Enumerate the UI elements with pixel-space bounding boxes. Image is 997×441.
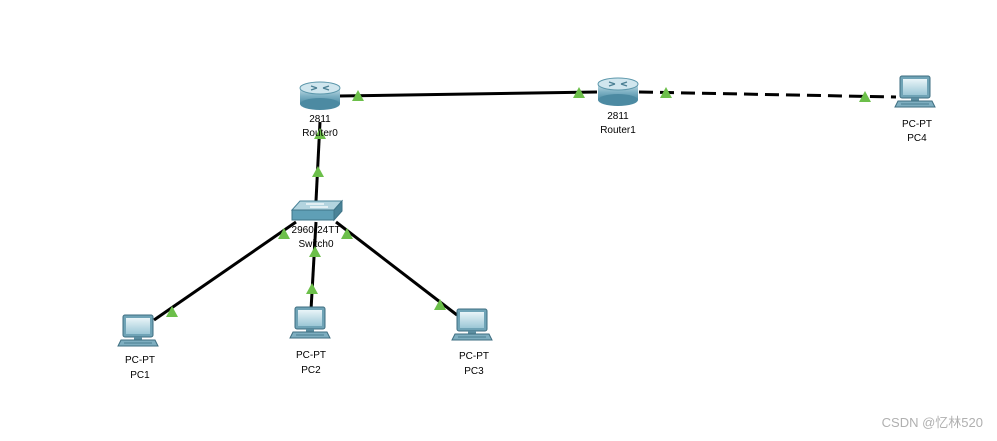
- link-switch0-pc2[interactable]: [309, 221, 318, 311]
- pc-icon: [117, 314, 159, 347]
- pc-icon: [451, 308, 493, 341]
- switch0[interactable]: 2960-24TT Switch0: [291, 200, 343, 250]
- pc2-model: PC-PT: [296, 350, 326, 361]
- pc2[interactable]: PC-PT PC2: [289, 306, 331, 376]
- pc1-model: PC-PT: [125, 355, 155, 366]
- pc1[interactable]: PC-PT PC1: [117, 314, 159, 381]
- router-icon: [597, 77, 639, 107]
- router1[interactable]: 2811 Router1: [597, 77, 639, 136]
- link-switch0-pc1[interactable]: [153, 220, 297, 322]
- pc-icon: [289, 306, 331, 339]
- pc1-name: PC1: [130, 370, 150, 381]
- router0[interactable]: 2811 Router0: [299, 81, 341, 139]
- switch0-name: Switch0: [298, 239, 333, 250]
- switch-icon: [291, 200, 343, 221]
- router1-name: Router1: [600, 125, 636, 136]
- link-router1-pc4[interactable]: [638, 90, 897, 99]
- pc4-model: PC-PT: [902, 119, 932, 130]
- link-switch0-pc3[interactable]: [335, 220, 458, 317]
- router1-model: 2811: [607, 111, 629, 122]
- pc3[interactable]: PC-PT PC3: [451, 308, 493, 377]
- port-up-indicator: [306, 283, 318, 294]
- switch0-model: 2960-24TT: [292, 225, 341, 236]
- watermark: CSDN @忆林520: [881, 415, 983, 430]
- link-router0-router1[interactable]: [338, 90, 598, 98]
- pc-icon: [894, 75, 936, 108]
- pc4-name: PC4: [907, 133, 927, 144]
- pc2-name: PC2: [301, 365, 321, 376]
- pc4[interactable]: PC-PT PC4: [894, 75, 936, 144]
- router0-model: 2811: [309, 114, 331, 125]
- pc3-model: PC-PT: [459, 351, 489, 362]
- router-icon: [299, 81, 341, 111]
- router0-name: Router0: [302, 128, 338, 139]
- pc3-name: PC3: [464, 366, 484, 377]
- port-up-indicator: [312, 166, 324, 177]
